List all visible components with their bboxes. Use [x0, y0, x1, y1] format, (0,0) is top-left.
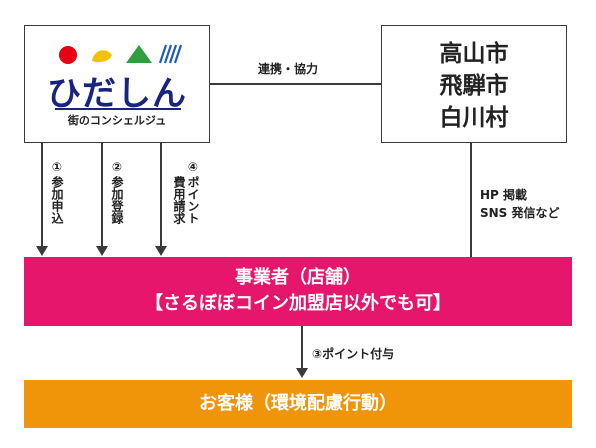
yellow-bird-icon [92, 50, 112, 63]
blue-waves-icon [158, 44, 183, 64]
arrow-4-head [155, 246, 167, 256]
arrow-2-label: 参加登録 [110, 176, 124, 224]
arrow-3-line [301, 326, 303, 368]
hp-label-2: SNS 発信など [480, 206, 560, 220]
arrow-3-label: ③ポイント付与 [312, 347, 395, 361]
city-shirakawa: 白川村 [439, 105, 509, 131]
cities-box: 高山市 飛騨市 白川村 [381, 25, 567, 143]
arrow-2-line [101, 143, 103, 246]
logo-tagline: 街のコンシェルジュ [67, 114, 167, 127]
hp-label-1: HP 掲載 [480, 188, 528, 202]
arrow-3-head [296, 368, 308, 378]
city-takayama: 高山市 [439, 41, 509, 67]
arrow-1-label: 参加申込 [50, 176, 64, 224]
logo-mark-icon [59, 44, 183, 64]
city-hida: 飛騨市 [439, 73, 509, 99]
business-band: 事業者（店舗） 【さるぼぼコイン加盟店以外でも可】 [24, 257, 572, 326]
logo-name: ひだしん [47, 74, 187, 114]
link-line [210, 83, 381, 85]
customer-text: お客様（環境配慮行動） [199, 393, 397, 414]
business-title: 事業者（店舗） [235, 267, 361, 288]
hidashin-box: ひだしん 街のコンシェルジュ [24, 25, 210, 143]
logo-underline [55, 108, 181, 110]
customer-band: お客様（環境配慮行動） [24, 380, 572, 428]
business-note: 【さるぼぼコイン加盟店以外でも可】 [145, 293, 451, 314]
link-label: 連携・協力 [258, 62, 319, 76]
arrow-1-head [36, 246, 48, 256]
arrow-1-line [41, 143, 43, 246]
green-mountain-icon [126, 45, 152, 63]
arrow-4-label: ポイント費用請求 [172, 176, 200, 224]
arrow-2-num: ② [110, 160, 124, 174]
arrow-4-num: ④ [186, 160, 200, 174]
hp-line [470, 143, 472, 257]
red-circle-icon [59, 46, 77, 64]
arrow-2-head [96, 246, 108, 256]
arrow-1-num: ① [50, 160, 64, 174]
arrow-4-line [160, 143, 162, 246]
